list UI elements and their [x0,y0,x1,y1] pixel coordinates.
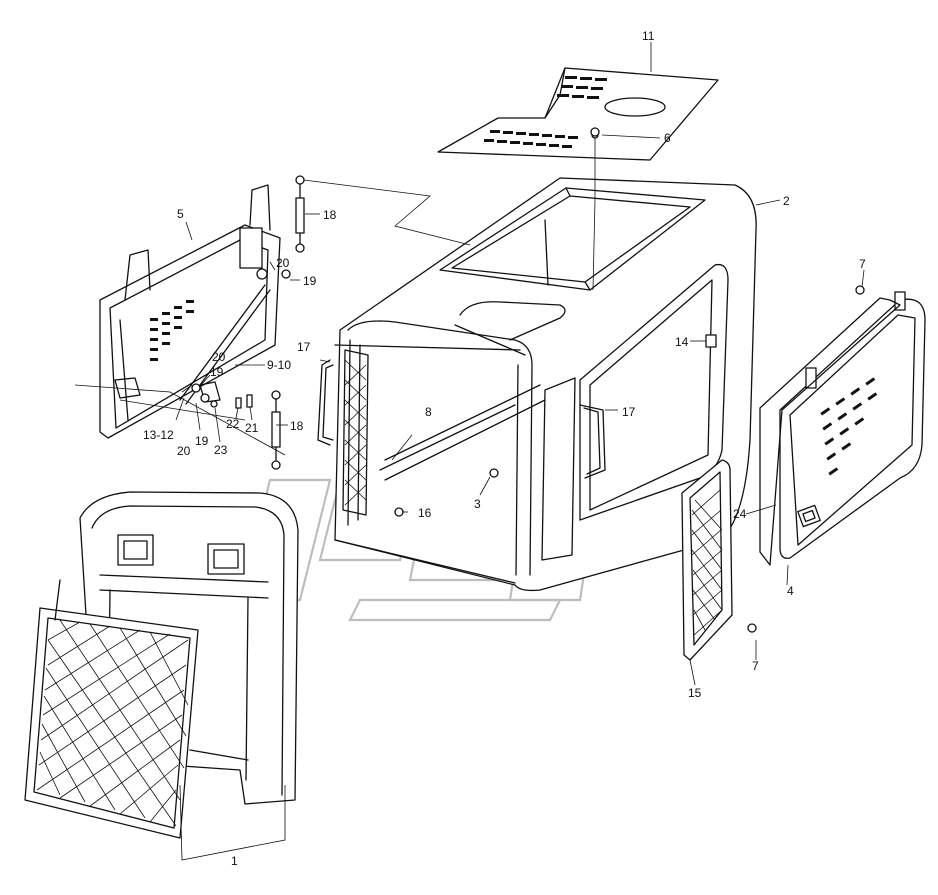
callout-4: 4 [787,584,794,598]
callout-17-right: 17 [622,405,636,419]
callout-11: 11 [642,29,655,43]
bolts-group [590,127,865,633]
callout-23: 23 [214,443,228,457]
side-mesh-panel-part-15 [681,459,733,661]
callout-13-12: 13-12 [143,428,174,442]
callout-17-left: 17 [297,340,311,354]
callout-1: 1 [231,854,238,868]
callout-3: 3 [474,497,481,511]
callout-22: 22 [226,417,240,431]
callout-9-10: 9-10 [267,358,291,372]
callout-19-upper: 19 [303,274,317,288]
hood-body-part-2 [317,131,757,592]
callout-20-middle: 20 [212,350,226,364]
callout-21: 21 [245,421,259,435]
callout-24: 24 [733,507,747,521]
callout-19-middle: 19 [210,365,224,379]
door-seal-part-24 [759,297,901,566]
callout-18-upper: 18 [323,208,337,222]
left-side-door-part-5 [74,184,286,456]
callout-labels: 1 2 3 4 5 6 7 7 8 9-10 11 13-12 14 15 16… [143,29,866,868]
callout-20-lower: 20 [177,444,191,458]
right-door-louvre-slots [820,377,878,476]
top-perforated-cover-part-11 [437,67,719,161]
callout-19-lower: 19 [195,434,209,448]
gas-strut-part-18-upper [295,175,471,253]
callout-20-upper: 20 [276,256,290,270]
callout-6: 6 [664,131,671,145]
callout-2: 2 [783,194,790,208]
hood-side-mesh-strip [342,349,369,516]
front-mesh-lattice [36,619,189,827]
callout-16: 16 [418,506,432,520]
fasteners-group [191,268,291,409]
callout-14: 14 [675,335,689,349]
callout-7-bottom: 7 [752,659,759,673]
right-side-door-part-4 [779,291,926,559]
left-door-louvre-slots [150,300,194,361]
front-mesh-screen [24,579,199,839]
leader-lines [175,42,865,686]
callout-8: 8 [425,405,432,419]
gas-strut-part-18-lower [271,390,281,470]
callout-5: 5 [177,207,184,221]
callout-15: 15 [688,686,702,700]
cover-louvre-slots [484,76,607,148]
callout-7-top: 7 [859,257,866,271]
part-1-bracket-leader [179,784,286,861]
callout-18-lower: 18 [290,419,304,433]
